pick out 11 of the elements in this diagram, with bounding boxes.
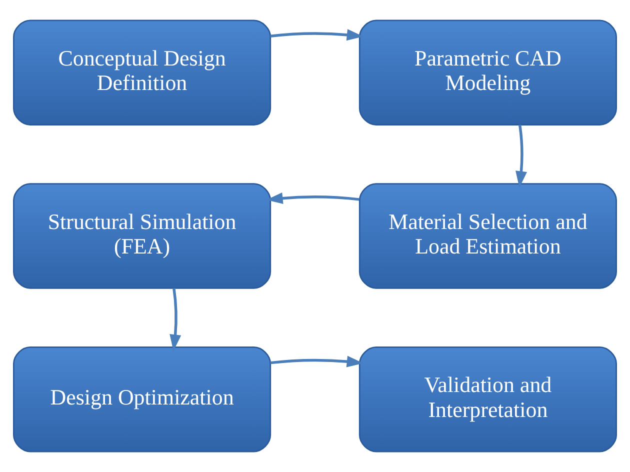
arrow <box>266 192 360 204</box>
arrow <box>170 288 182 352</box>
node-box: Validation and Interpretation <box>358 346 617 452</box>
node-box: Parametric CAD Modeling <box>358 20 617 126</box>
arrow <box>270 29 364 41</box>
node-box: Material Selection and Load Estimation <box>358 183 617 289</box>
node-box: Conceptual Design Definition <box>13 20 272 126</box>
node-box: Structural Simulation (FEA) <box>13 183 272 289</box>
arrow <box>270 356 364 368</box>
arrow <box>516 124 528 188</box>
node-box: Design Optimization <box>13 346 272 452</box>
